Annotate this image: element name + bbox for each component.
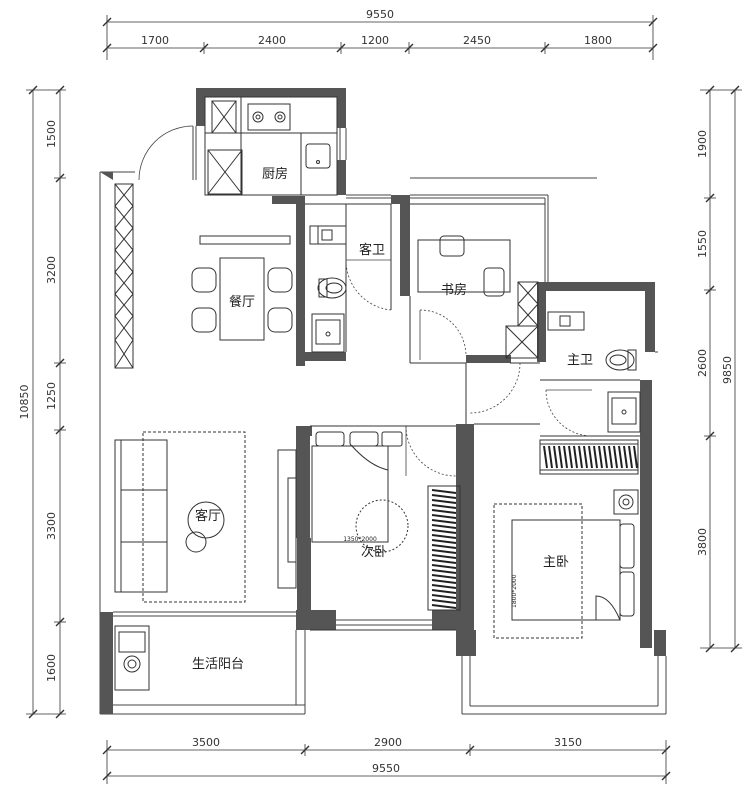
toilet-icon xyxy=(317,277,347,299)
toilet-icon xyxy=(605,349,635,371)
left-dim-label-3: 1250 xyxy=(45,382,58,410)
right-dim-label-2: 1550 xyxy=(696,230,709,258)
room-label-guest-bath: 客卫 xyxy=(359,242,385,258)
dining-chair xyxy=(191,267,217,293)
study-furniture xyxy=(417,235,539,359)
kitchen-fixtures xyxy=(204,96,338,196)
left-dim-label-1: 1500 xyxy=(45,120,58,148)
bottom-dim-label-3: 3150 xyxy=(554,736,582,749)
shoe-cabinet xyxy=(114,183,134,369)
bottom-total-dim-label: 9550 xyxy=(372,762,400,775)
second-wardrobe xyxy=(427,485,461,611)
kitchen-counter-right xyxy=(300,132,338,196)
room-label-living: 客厅 xyxy=(195,508,221,524)
room-label-kitchen: 厨房 xyxy=(262,166,288,182)
dining-chair xyxy=(191,307,217,333)
master-bed-size-label: 1800*2000 xyxy=(511,574,518,608)
right-dim-label-3: 2600 xyxy=(696,349,709,377)
top-dim-label-2: 2400 xyxy=(258,34,286,47)
kitchen-counter-top xyxy=(204,96,338,134)
room-label-second-bedroom: 次卧 xyxy=(361,544,387,560)
outline xyxy=(99,126,667,715)
top-dim-label-4: 2450 xyxy=(463,34,491,47)
second-bedroom-furniture xyxy=(311,431,409,553)
dining-table xyxy=(219,257,265,341)
second-bed xyxy=(311,445,389,543)
master-bedroom-furniture xyxy=(493,489,639,639)
top-dim-label-5: 1800 xyxy=(584,34,612,47)
master-rug xyxy=(493,503,583,639)
living-furniture xyxy=(114,431,297,603)
top-dim-label-1: 1700 xyxy=(141,34,169,47)
bottom-dim-label-1: 3500 xyxy=(192,736,220,749)
sofa xyxy=(114,439,168,593)
left-total-dim-label: 10850 xyxy=(18,385,31,420)
room-label-study: 书房 xyxy=(441,282,467,298)
study-chair xyxy=(439,235,465,257)
kitchen-counter-left xyxy=(204,96,242,196)
room-label-balcony: 生活阳台 xyxy=(192,657,244,672)
sink-icon xyxy=(305,143,331,169)
master-wardrobe xyxy=(539,439,639,475)
right-dim-label-1: 1900 xyxy=(696,130,709,158)
right-total-dim-label: 9850 xyxy=(721,356,734,384)
left-dim-label-5: 1600 xyxy=(45,654,58,682)
living-rug xyxy=(142,431,246,603)
dining-set xyxy=(191,235,293,341)
left-dim-label-2: 3200 xyxy=(45,256,58,284)
burner-icon xyxy=(252,111,264,123)
side-table xyxy=(185,531,207,553)
master-bed xyxy=(511,519,621,621)
room-label-dining: 餐厅 xyxy=(229,294,255,310)
top-dim-label-3: 1200 xyxy=(361,34,389,47)
dining-chair xyxy=(267,267,293,293)
study-chair xyxy=(483,267,505,297)
guest-bath-fixtures xyxy=(309,225,347,353)
nightstand-lamp-icon xyxy=(618,494,634,510)
tv-cabinet xyxy=(277,449,297,589)
master-bath-fixtures xyxy=(547,311,641,433)
dining-chair xyxy=(267,307,293,333)
walls xyxy=(100,88,666,714)
left-dim-label-4: 3300 xyxy=(45,512,58,540)
room-label-master-bedroom: 主卧 xyxy=(543,555,569,570)
right-dim-label-4: 3800 xyxy=(696,528,709,556)
balcony-fixtures xyxy=(114,625,150,691)
coffee-table xyxy=(187,501,225,539)
room-label-master-bath: 主卫 xyxy=(567,353,593,368)
second-bed-size-label: 1350*2000 xyxy=(343,536,377,543)
burner-icon xyxy=(274,111,286,123)
door-swings xyxy=(138,125,593,477)
bottom-dim-label-2: 2900 xyxy=(374,736,402,749)
washing-machine xyxy=(114,625,150,691)
top-total-dim-label: 9550 xyxy=(366,8,394,21)
